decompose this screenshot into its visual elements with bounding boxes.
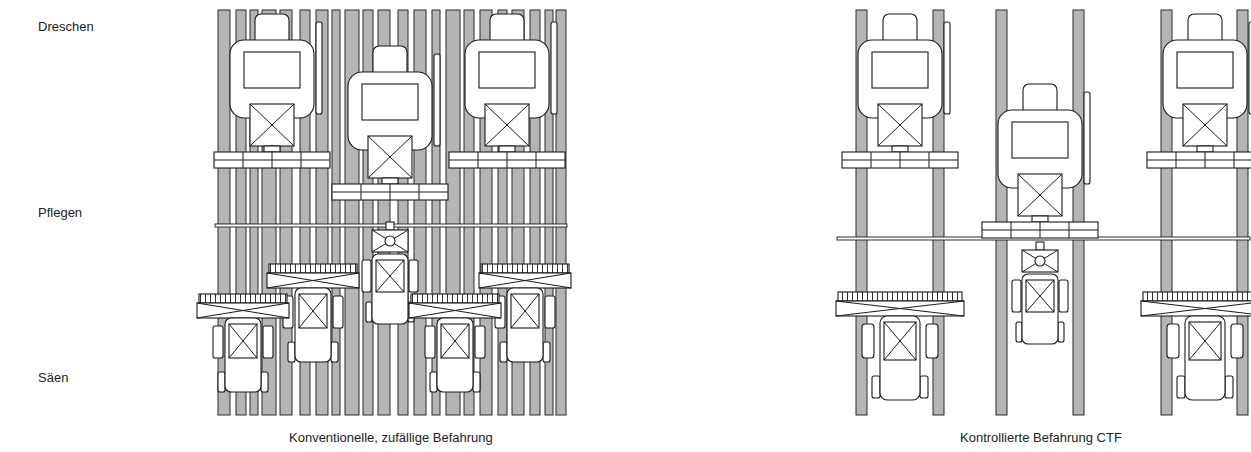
row-label: Säen — [38, 370, 68, 386]
combine-harvester — [332, 46, 448, 200]
combine-harvester — [1147, 14, 1251, 168]
row-label: Dreschen — [38, 19, 94, 35]
panel-caption: Kontrollierte Befahrung CTF — [960, 430, 1122, 446]
row-label: Pflegen — [38, 205, 82, 221]
seeder-tractor — [1141, 292, 1251, 400]
seeder-tractor — [409, 294, 501, 392]
combine-harvester — [842, 14, 958, 168]
controlled-machines — [836, 14, 1251, 400]
sprayer-tractor — [1012, 242, 1068, 344]
combine-harvester — [982, 84, 1098, 238]
seeder-tractor — [197, 294, 289, 392]
combine-harvester — [449, 14, 565, 168]
conventional-machines — [197, 14, 571, 392]
panel-caption: Konventionelle, zufällige Befahrung — [289, 430, 493, 446]
combine-harvester — [214, 14, 330, 168]
seeder-tractor — [836, 292, 964, 400]
